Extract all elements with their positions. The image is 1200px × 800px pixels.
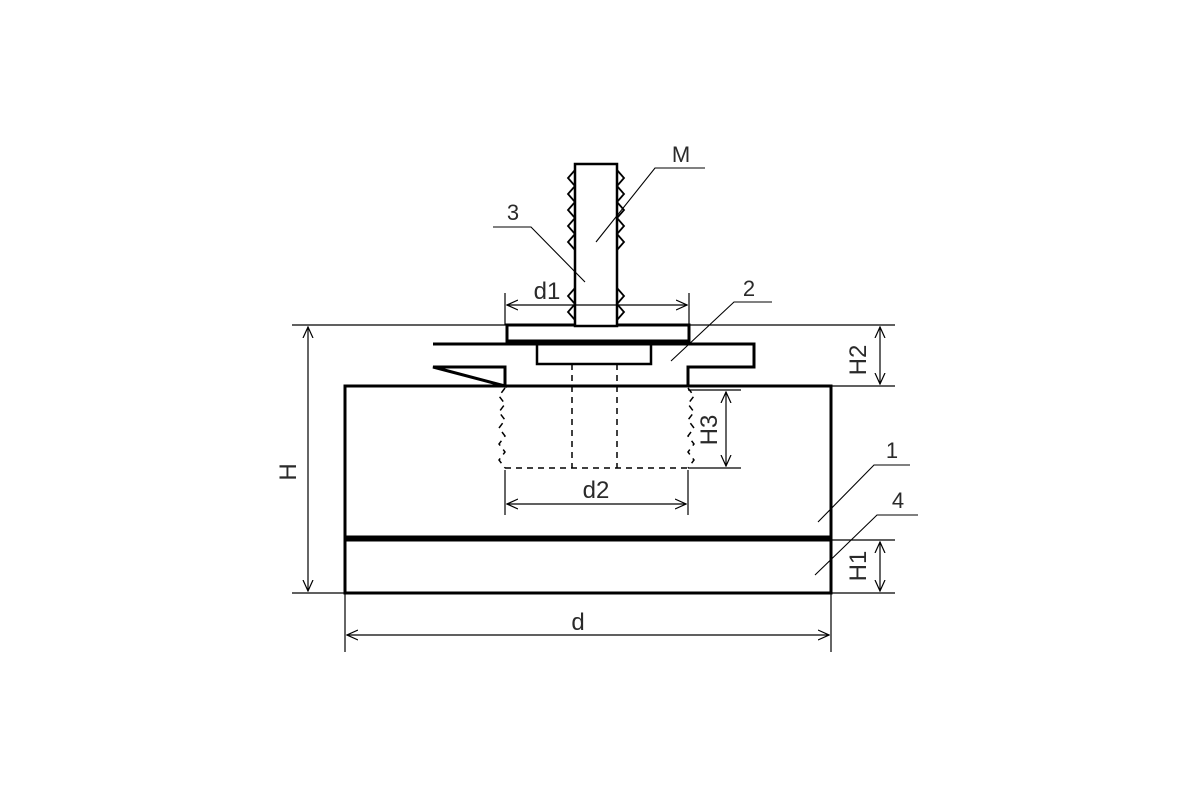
dimension-d-label: d	[571, 609, 584, 636]
threaded-stud-part-3	[573, 162, 619, 328]
body-part-1	[343, 384, 833, 539]
dimension-d	[344, 593, 832, 652]
top-washer	[505, 323, 691, 343]
dimension-H1-label: H1	[845, 551, 872, 582]
callout-thread-M: M	[672, 142, 690, 167]
callout-part-1: 1	[886, 438, 898, 463]
dimension-H2	[689, 324, 895, 387]
callout-part-4: 4	[892, 488, 904, 513]
dimension-H-label: H	[275, 463, 302, 480]
bottom-plate-part-4	[343, 538, 833, 595]
hidden-insert	[498, 364, 695, 469]
dimension-H	[292, 324, 507, 594]
dimension-d1	[504, 293, 690, 325]
dimension-H1	[831, 539, 895, 594]
dimension-H3	[688, 389, 741, 469]
dimension-H2-label: H2	[845, 345, 872, 376]
dimension-d1-label: d1	[534, 278, 561, 305]
dimension-d2-label: d2	[583, 477, 610, 504]
dimension-H3-label: H3	[696, 415, 723, 446]
flange-inner-step	[535, 342, 653, 366]
callout-part-3: 3	[507, 200, 519, 225]
dimension-d2	[504, 470, 689, 515]
callout-part-2: 2	[743, 276, 755, 301]
leader-lines	[493, 167, 918, 576]
